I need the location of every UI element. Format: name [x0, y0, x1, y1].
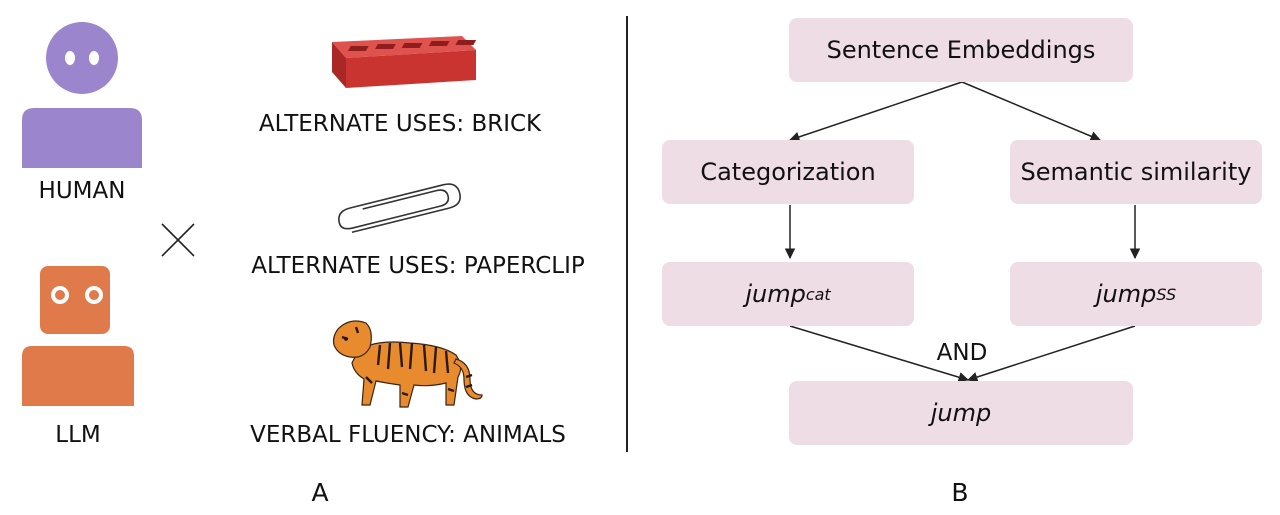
task-brick [322, 30, 482, 92]
box-sentence-embeddings: Sentence Embeddings [789, 18, 1133, 82]
human-figure [22, 22, 142, 168]
box-semantic-similarity: Semantic similarity [1010, 140, 1262, 204]
task-label-paperclip: ALTERNATE USES: PAPERCLIP [251, 253, 585, 279]
llm-label: LLM [55, 422, 101, 448]
box-categorization: Categorization [662, 140, 914, 204]
task-paperclip [328, 180, 473, 240]
and-label: AND [936, 340, 988, 366]
panel-b-caption: B [951, 478, 969, 507]
task-label-animals: VERBAL FLUENCY: ANIMALS [250, 422, 566, 448]
box-jump-final: jump [789, 381, 1133, 445]
jump-ss-subscript: SS [1156, 284, 1177, 304]
task-label-brick: ALTERNATE USES: BRICK [258, 111, 542, 137]
robot-icon [22, 266, 134, 406]
jump-ss-base: jump [1095, 280, 1157, 308]
panel-divider [626, 16, 628, 452]
human-icon [22, 22, 142, 168]
human-label: HUMAN [38, 178, 126, 204]
brick-icon [332, 36, 477, 88]
paperclip-icon [338, 183, 461, 234]
jump-cat-base: jump [745, 280, 806, 308]
task-tiger [330, 315, 490, 413]
tiger-icon [332, 320, 483, 408]
jump-cat-subscript: cat [805, 284, 831, 304]
cross-symbol [158, 220, 198, 260]
llm-figure [22, 266, 142, 406]
panel-a-caption: A [311, 478, 329, 507]
